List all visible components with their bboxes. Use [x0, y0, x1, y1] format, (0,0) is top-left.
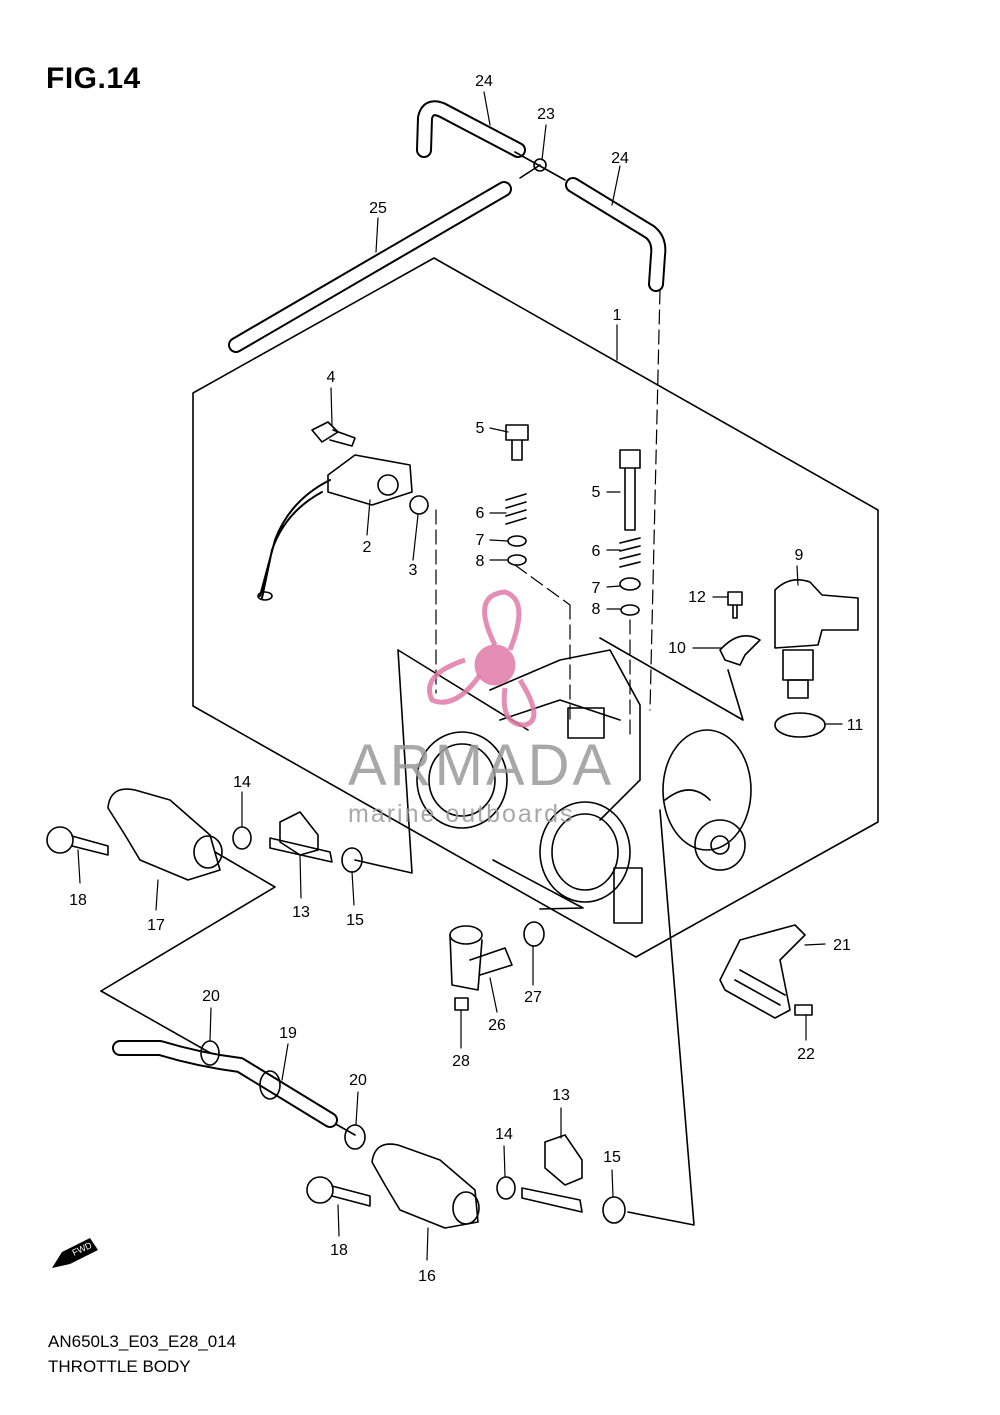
callout-24: 24 — [611, 150, 629, 167]
leader-bracket — [100, 851, 276, 992]
callout-10: 10 — [668, 640, 686, 657]
leader-bracket — [492, 859, 584, 910]
callout-18: 18 — [69, 892, 87, 909]
bracket-21 — [719, 924, 806, 1019]
alignment-line — [514, 564, 571, 606]
o-ring-14-right — [496, 1176, 516, 1200]
callout-14: 14 — [233, 774, 251, 791]
leader-bracket — [354, 649, 413, 874]
injector-13-left — [269, 811, 333, 863]
callout-26: 26 — [488, 1017, 506, 1034]
callout-8: 8 — [476, 553, 485, 570]
callout-5: 5 — [476, 420, 485, 437]
throttle-body — [416, 649, 752, 924]
callout-13: 13 — [552, 1087, 570, 1104]
o-ring-27 — [523, 921, 545, 947]
bolt-18-left — [46, 826, 109, 856]
hose-24-right — [565, 177, 667, 292]
sensor-2 — [257, 454, 413, 601]
leader-lines — [77, 91, 843, 1261]
callout-20: 20 — [349, 1072, 367, 1089]
callout-1: 1 — [613, 307, 622, 324]
callout-15: 15 — [346, 912, 364, 929]
o-ring-3 — [409, 495, 429, 515]
callout-6: 6 — [592, 543, 601, 560]
fitting-26 — [449, 925, 513, 991]
callout-21: 21 — [833, 937, 851, 954]
callout-4: 4 — [327, 369, 336, 386]
watermark-brand: ARMADA — [348, 733, 615, 798]
callout-7: 7 — [476, 532, 485, 549]
screw-22 — [794, 1004, 813, 1016]
hose-24-left — [416, 100, 526, 158]
o-ring-15-right — [602, 1196, 626, 1224]
clip-10 — [719, 634, 761, 666]
callout-14: 14 — [495, 1126, 513, 1143]
screw-12 — [727, 591, 743, 619]
callout-28: 28 — [452, 1053, 470, 1070]
sensor-9 — [774, 579, 859, 738]
o-ring-20-top — [200, 1040, 220, 1066]
callout-19: 19 — [279, 1025, 297, 1042]
callout-12: 12 — [688, 589, 706, 606]
fwd-arrow-icon: FWD — [52, 1238, 98, 1268]
screw-28 — [454, 997, 469, 1011]
o-ring-15-left — [341, 847, 363, 873]
callout-22: 22 — [797, 1046, 815, 1063]
diagram-code: AN650L3_E03_E28_014 — [48, 1332, 237, 1351]
screw-stack-left — [505, 424, 529, 566]
callout-2: 2 — [363, 539, 372, 556]
callout-17: 17 — [147, 917, 165, 934]
callout-5: 5 — [592, 484, 601, 501]
leader-bracket — [627, 809, 695, 1226]
callout-27: 27 — [524, 989, 542, 1006]
callout-16: 16 — [418, 1268, 436, 1285]
hose-25 — [228, 181, 512, 353]
callout-11: 11 — [847, 717, 864, 734]
callout-18: 18 — [330, 1242, 348, 1259]
o-ring-20-bottom — [344, 1124, 366, 1150]
callout-20: 20 — [202, 988, 220, 1005]
callout-9: 9 — [795, 547, 804, 564]
watermark-logo — [426, 589, 537, 728]
figure-title: FIG.14 — [46, 62, 141, 95]
t-joint-23 — [514, 151, 566, 181]
screw-stack-right — [619, 449, 641, 616]
injector-holder-17 — [107, 788, 223, 881]
injector-13-right — [521, 1134, 583, 1213]
alignment-line — [649, 289, 661, 711]
callout-15: 15 — [603, 1149, 621, 1166]
watermark-tagline: marine outboards — [348, 800, 575, 828]
assembly-box-outline — [192, 257, 879, 958]
diagram-name: THROTTLE BODY — [48, 1357, 191, 1376]
callout-13: 13 — [292, 904, 310, 921]
callout-23: 23 — [537, 106, 555, 123]
bolt-4 — [311, 421, 356, 447]
o-ring-14-left — [232, 826, 252, 850]
callout-7: 7 — [592, 580, 601, 597]
callout-24: 24 — [475, 73, 493, 90]
callout-8: 8 — [592, 601, 601, 618]
leader-bracket — [599, 637, 744, 721]
fuel-pipe-19 — [112, 1040, 338, 1128]
callout-25: 25 — [369, 200, 387, 217]
callout-3: 3 — [409, 562, 418, 579]
callout-6: 6 — [476, 505, 485, 522]
injector-holder-16 — [371, 1143, 480, 1229]
bolt-18-right — [306, 1176, 371, 1207]
